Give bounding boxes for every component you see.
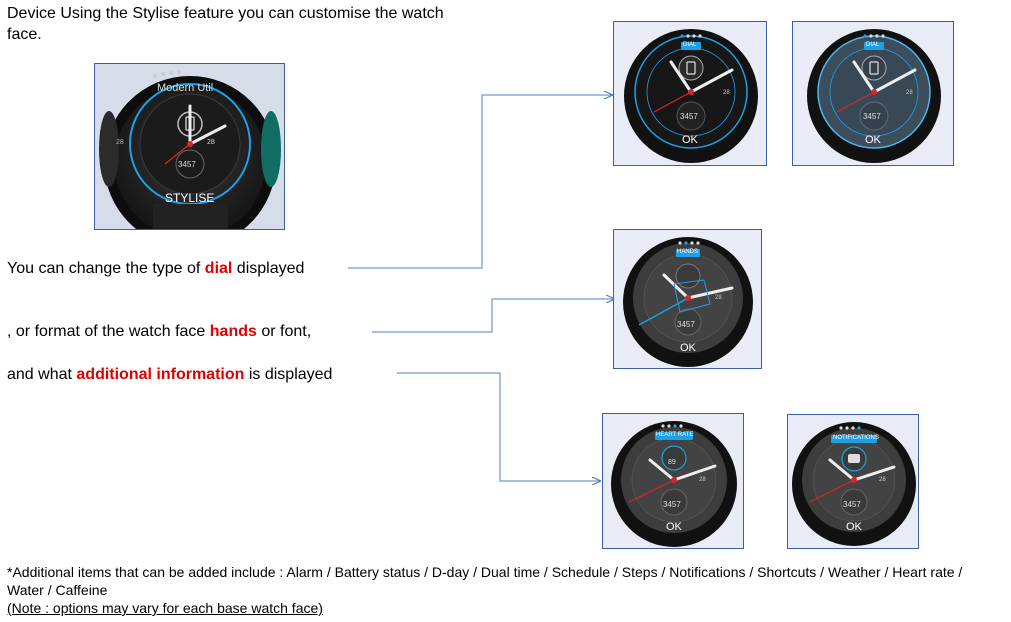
watch-notifications: NOTIFICATIONS 3457 28 OK [787,414,919,549]
hands-text: , or format of the watch face hands or f… [7,321,311,342]
ok-button[interactable]: OK [865,134,881,146]
info-connector [397,372,600,481]
intro-line-2: face. [7,26,42,43]
side-face-num: 28 [116,139,124,146]
hands-text-after: or font, [256,323,312,340]
intro-line-1: Device Using the Stylise feature you can… [7,5,444,22]
steps-count: 3457 [863,112,881,121]
date-value: 28 [715,295,722,301]
watch-dial-light: DIAL 3457 28 OK [792,21,954,166]
dial-text-before: You can change the type of [7,260,205,277]
tab-notifications: NOTIFICATIONS [833,435,879,441]
steps-count: 3457 [663,500,681,509]
face-title: Modern Util [157,82,214,94]
hands-connector [372,299,614,333]
dial-text-after: displayed [232,260,305,277]
info-text-before: and what [7,366,77,383]
hands-highlight: hands [209,323,257,340]
steps-count: 3457 [680,112,698,121]
footnote-line-1: *Additional items that can be added incl… [7,564,963,580]
info-text-after: is displayed [244,366,333,383]
steps-count: 3457 [843,500,861,509]
heart-rate-value: 89 [668,459,676,466]
stylise-button[interactable]: STYLISE [165,191,215,205]
ok-button[interactable]: OK [680,342,696,354]
dial-connector [348,95,612,269]
date-value: 28 [906,90,913,96]
info-text: and what additional information is displ… [7,364,332,385]
hands-text-before: , or format of the watch face [7,323,210,340]
steps-count: 3457 [677,320,695,329]
main-watch-image: Modern Util 3457 28 28 STYLISE [94,63,285,230]
date-value: 28 [699,477,706,483]
watch-hands: HANDS 3457 28 OK [613,229,762,369]
watch-heart-rate: HEART RATE 89 3457 28 OK [602,413,744,549]
ok-button[interactable]: OK [682,134,698,146]
ok-button[interactable]: OK [666,521,682,533]
watch-dial-dark: DIAL 3457 28 OK [613,21,767,166]
tab-hands: HANDS [677,249,699,255]
steps-count: 3457 [178,160,196,169]
dial-text: You can change the type of dial displaye… [7,258,304,279]
tab-dial: DIAL [683,42,697,48]
tab-dial: DIAL [866,42,880,48]
tab-heart-rate: HEART RATE [656,432,694,438]
info-highlight: additional information [76,366,245,383]
dial-highlight: dial [204,260,233,277]
footnote-line-2: Water / Caffeine [7,582,108,598]
ok-button[interactable]: OK [846,521,862,533]
date-value: 28 [207,139,215,146]
date-value: 28 [723,90,730,96]
date-value: 28 [879,477,886,483]
footnote-note: (Note : options may vary for each base w… [7,600,323,616]
